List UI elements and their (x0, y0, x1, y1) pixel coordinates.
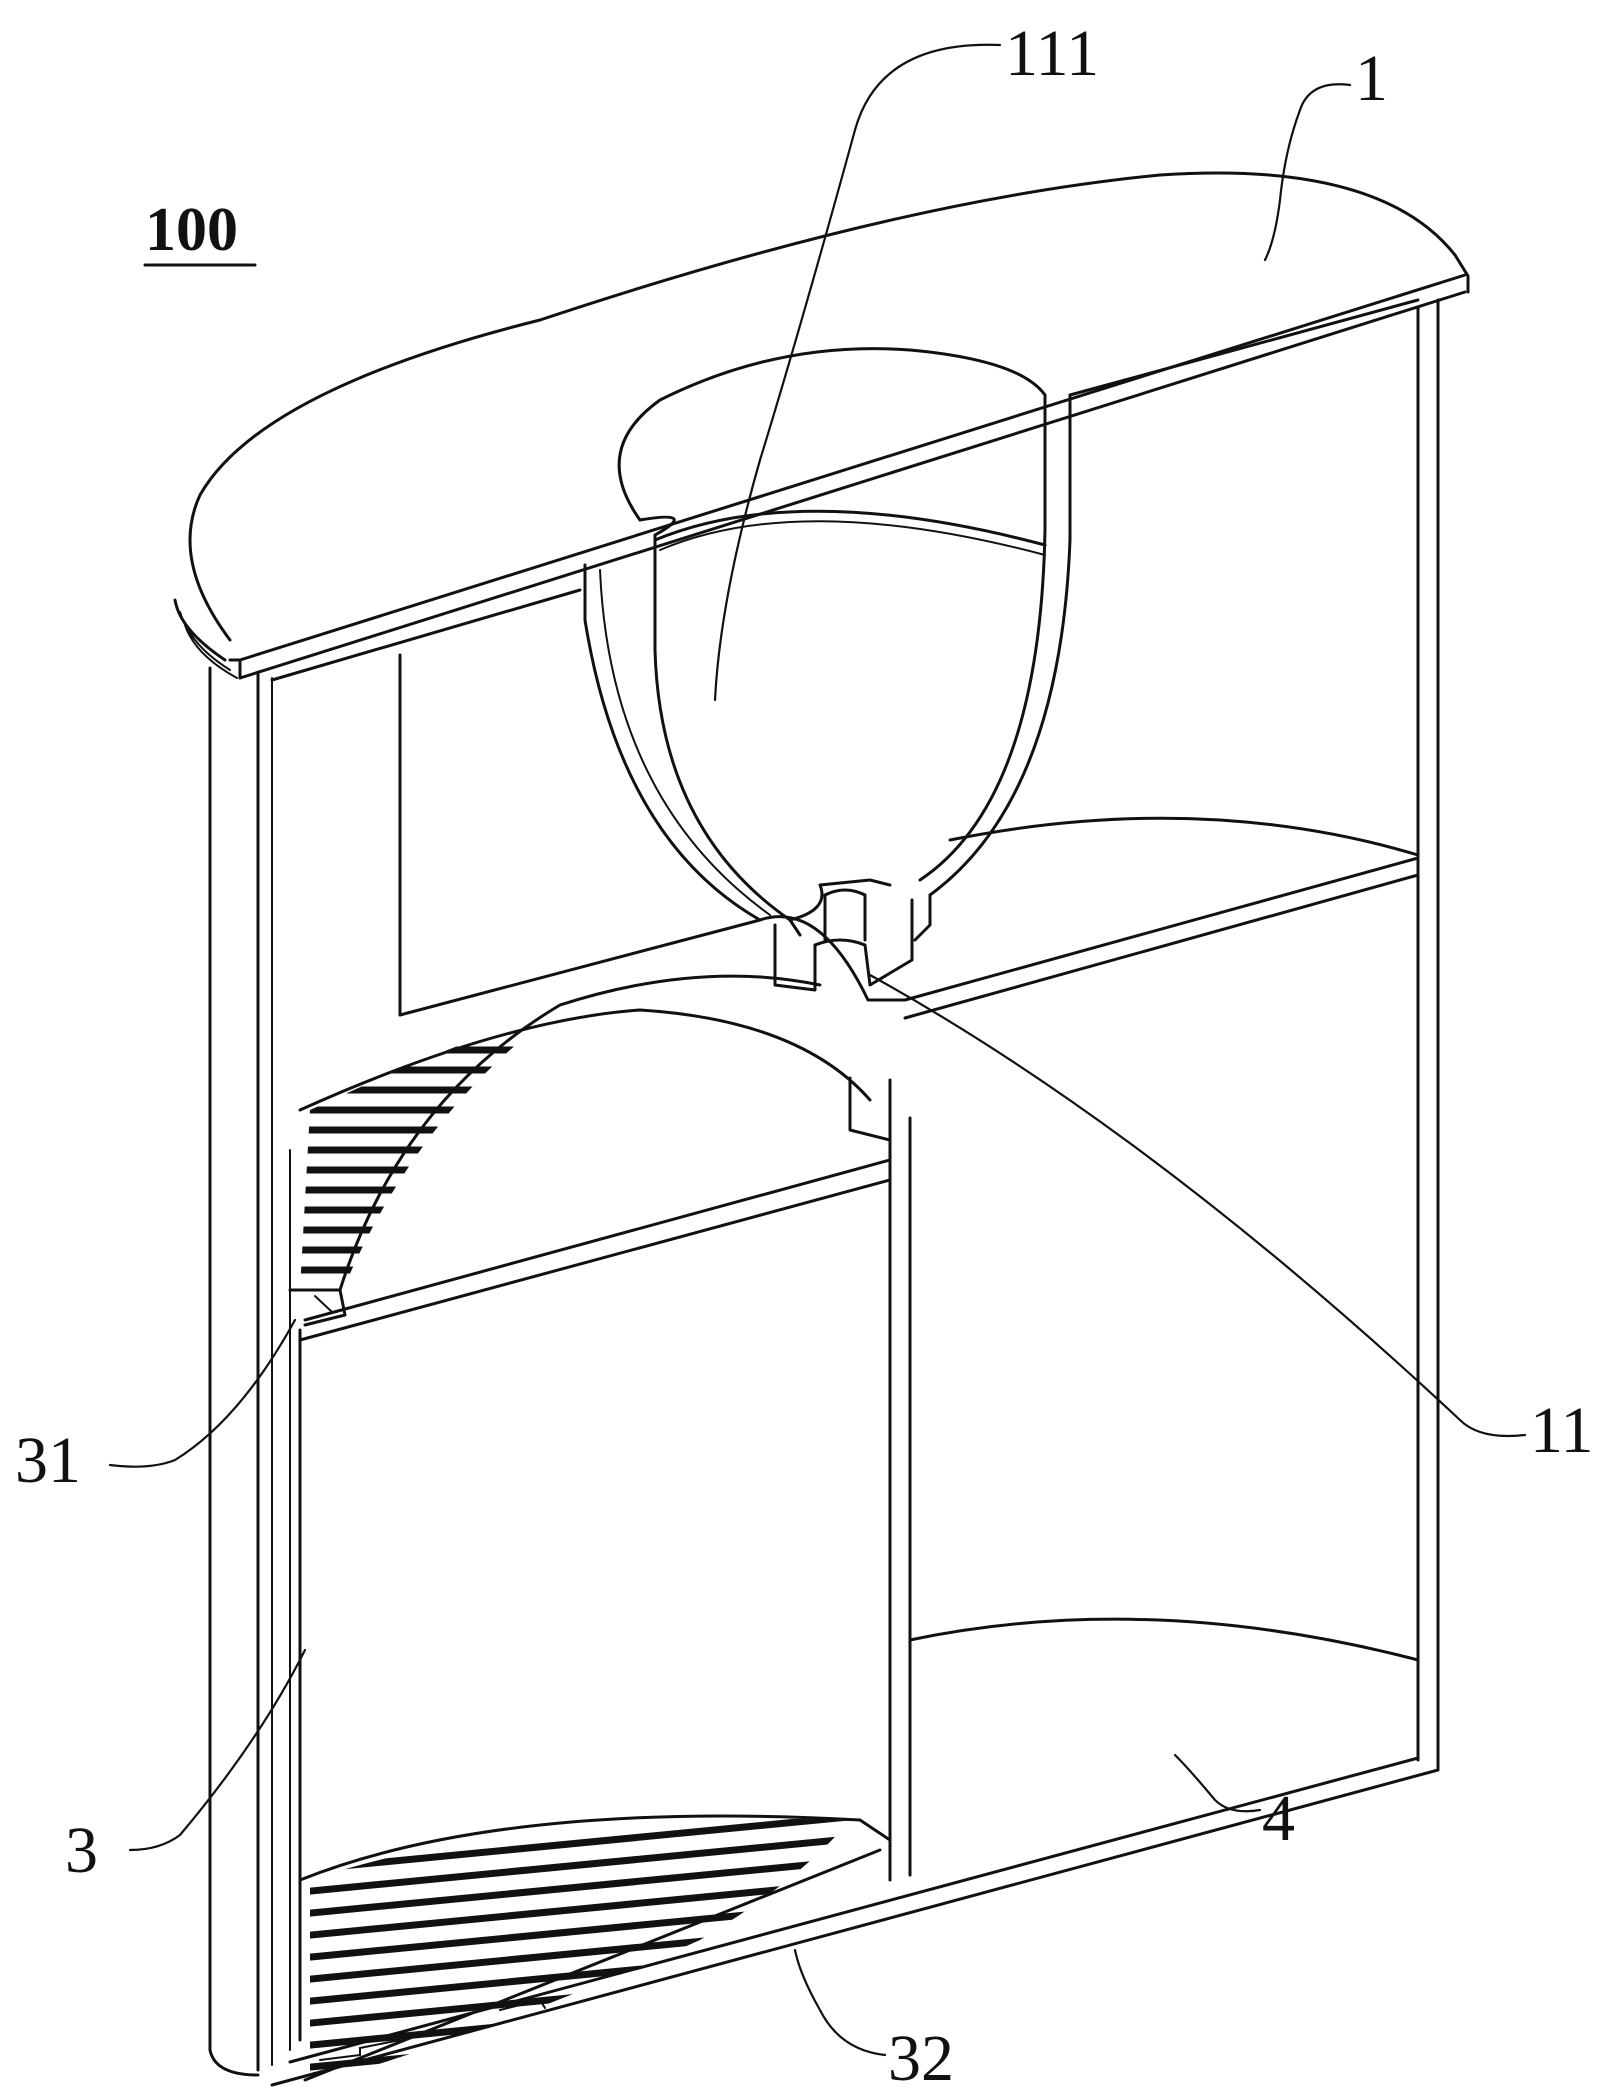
lower-chamber (908, 1617, 1420, 1877)
figure-label: 100 (145, 196, 238, 264)
upper-chamber (398, 653, 1420, 1142)
bottom-screen-frame (303, 1848, 882, 2082)
central-divider (888, 1116, 912, 1882)
funnel-outlet-nozzle (773, 888, 914, 992)
top-screen-hatch (300, 1046, 560, 1274)
leader-lines (108, 43, 1527, 2057)
funnel-cavity (583, 347, 1072, 942)
outer-shell (208, 298, 1440, 2087)
label-funnel-cavity: 111 (1005, 17, 1099, 90)
label-funnel-outlet: 11 (1530, 1394, 1594, 1467)
label-cartridge-top-screen: 31 (15, 1424, 81, 1497)
label-filter-cartridge: 3 (65, 1814, 98, 1887)
label-lower-chamber: 4 (1262, 1782, 1295, 1855)
filter-cartridge (288, 974, 892, 2051)
label-cover: 1 (1355, 42, 1388, 115)
label-cartridge-bottom-screen: 32 (888, 2022, 954, 2092)
cover-lid (173, 171, 1470, 680)
